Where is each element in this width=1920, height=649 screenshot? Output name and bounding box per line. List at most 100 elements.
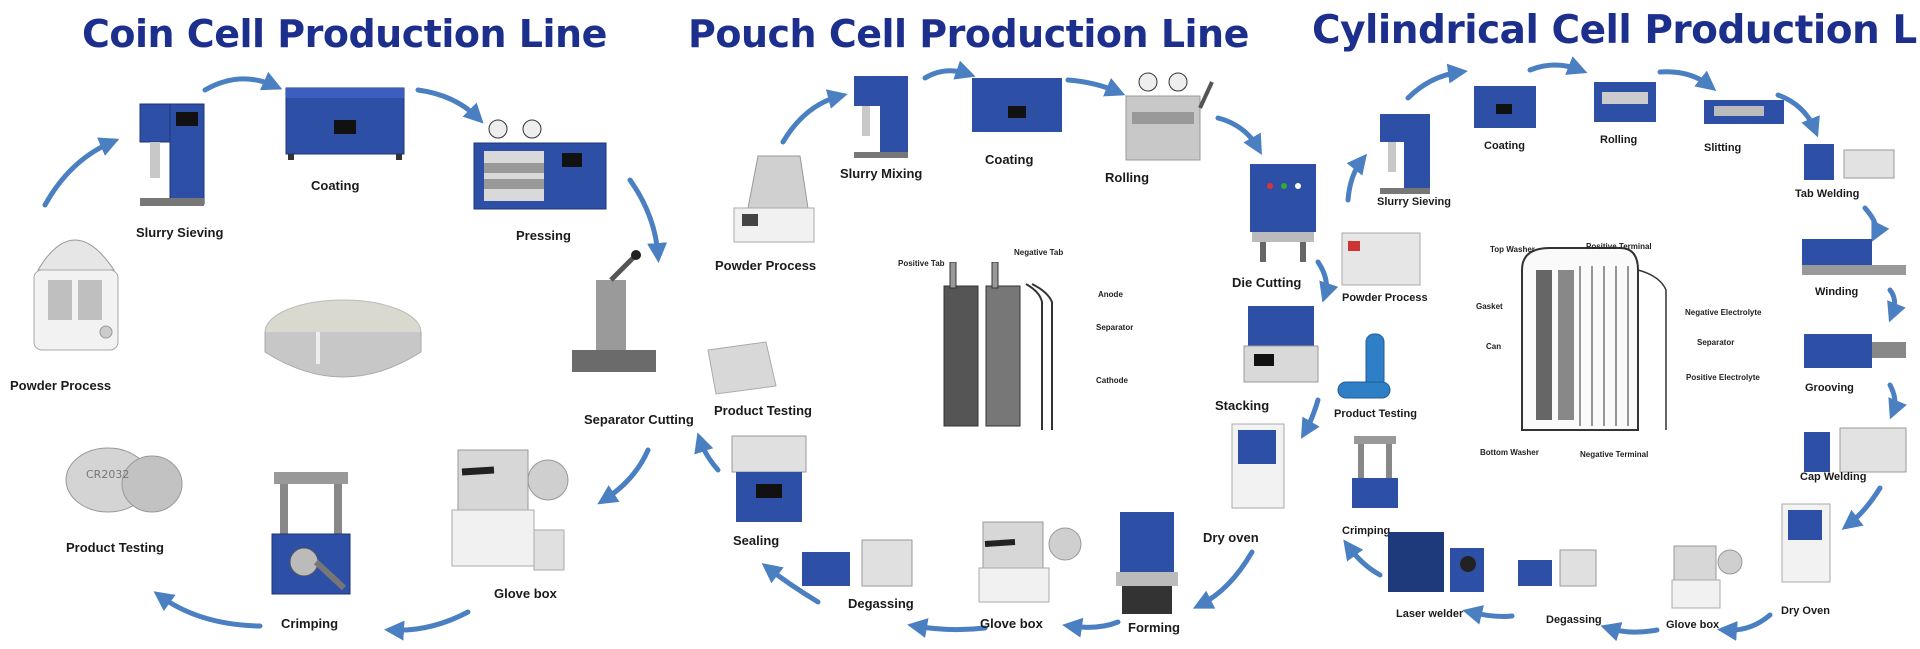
cyl-diagram-top-washer: Top Washer bbox=[1490, 245, 1535, 254]
pouch-arrow-4 bbox=[1215, 115, 1262, 155]
pouch-glove-box-label: Glove box bbox=[980, 616, 1043, 631]
pouch-diagram-cathode: Cathode bbox=[1096, 376, 1128, 385]
coin-arrow-7 bbox=[153, 591, 263, 629]
pouch-arrow-1 bbox=[780, 89, 848, 145]
cyl-coating-machine bbox=[1474, 86, 1536, 128]
coin-arrow-4 bbox=[627, 177, 668, 263]
cyl-dry-oven-label: Dry Oven bbox=[1781, 605, 1830, 617]
coin-slurry-sieving-label: Slurry Sieving bbox=[136, 225, 224, 240]
glove-box-machine bbox=[451, 449, 569, 571]
cyl-grooving-label: Grooving bbox=[1805, 382, 1854, 394]
cyl-arrow-4 bbox=[1657, 69, 1717, 91]
pouch-degassing-machine bbox=[802, 539, 913, 587]
cyl-diagram-can: Can bbox=[1486, 342, 1502, 351]
pouch-die-cutting-label: Die Cutting bbox=[1232, 275, 1302, 290]
cyl-arrow-13 bbox=[1343, 539, 1383, 578]
cyl-powder-process-label: Powder Process bbox=[1342, 292, 1428, 304]
coin-separator-cutting-label: Separator Cutting bbox=[584, 412, 694, 427]
cyl-laser-welder-machine bbox=[1388, 532, 1484, 592]
cyl-slitting-machine bbox=[1704, 100, 1784, 124]
coin-arrow-1 bbox=[42, 137, 120, 208]
separator-cutting-machine bbox=[572, 250, 656, 372]
cyl-diagram-separator: Separator bbox=[1697, 338, 1735, 347]
pouch-rolling-machine bbox=[1125, 72, 1214, 161]
pouch-powder-process-label: Powder Process bbox=[715, 258, 817, 273]
cyl-diagram-negative-terminal: Negative Terminal bbox=[1580, 450, 1649, 459]
cyl-diagram-bottom-washer: Bottom Washer bbox=[1480, 448, 1539, 457]
pouch-slurry-mixing-label: Slurry Mixing bbox=[840, 166, 923, 181]
pouch-structure-diagram bbox=[943, 262, 1053, 430]
cyl-tab-welding-label: Tab Welding bbox=[1795, 188, 1860, 200]
cyl-arrow-2 bbox=[1405, 63, 1468, 101]
pouch-glove-box-machine bbox=[978, 521, 1082, 603]
cyl-cell-product bbox=[1337, 333, 1391, 399]
pouch-cell-title: Pouch Cell Production Line bbox=[688, 12, 1249, 56]
pouch-forming-machine bbox=[1116, 512, 1178, 614]
cyl-slurry-sieving-machine bbox=[1380, 114, 1430, 194]
cyl-diagram-positive-terminal: Positive Terminal bbox=[1586, 242, 1652, 251]
pouch-die-cutting-machine bbox=[1250, 164, 1316, 262]
pouch-stacking-machine bbox=[1243, 306, 1319, 383]
cyl-dry-oven-machine bbox=[1781, 503, 1831, 583]
cyl-diagram-negative-electrolyte: Negative Electrolyte bbox=[1685, 308, 1762, 317]
pouch-arrow-6 bbox=[1300, 397, 1321, 439]
pressing-machine bbox=[473, 119, 607, 210]
cyl-glove-box-label: Glove box bbox=[1666, 619, 1720, 631]
cyl-glove-box-machine bbox=[1671, 545, 1743, 609]
pouch-arrow-9 bbox=[907, 618, 988, 638]
coin-arrow-6 bbox=[384, 609, 471, 641]
cyl-slurry-sieving-label: Slurry Sieving bbox=[1377, 196, 1451, 208]
cyl-laser-welder-label: Laser welder bbox=[1396, 608, 1464, 620]
pouch-sealing-machine bbox=[731, 435, 807, 522]
pouch-sealing-label: Sealing bbox=[733, 533, 780, 548]
slurry-sieving-machine bbox=[139, 103, 205, 206]
pouch-coating-machine bbox=[972, 78, 1062, 132]
coin-product-testing-illustration: CR2032 bbox=[65, 447, 183, 513]
coin-cell-illustration bbox=[264, 299, 422, 378]
coin-coating-label: Coating bbox=[311, 178, 360, 193]
cyl-diagram-gasket: Gasket bbox=[1476, 302, 1503, 311]
cyl-arrow-6 bbox=[1862, 205, 1890, 243]
pouch-slurry-mixing-machine bbox=[854, 76, 908, 158]
cyl-crimping-machine bbox=[1352, 436, 1398, 508]
pouch-dry-oven-label: Dry oven bbox=[1203, 530, 1259, 545]
cyl-degassing-machine bbox=[1518, 549, 1597, 587]
coin-crimping-label: Crimping bbox=[281, 616, 339, 631]
cyl-cap-welding-label: Cap Welding bbox=[1800, 471, 1867, 483]
cyl-structure-diagram bbox=[1521, 247, 1667, 431]
pouch-stacking-label: Stacking bbox=[1215, 398, 1270, 413]
coin-cell-title: Coin Cell Production Line bbox=[82, 12, 607, 56]
cyl-degassing-label: Degassing bbox=[1546, 614, 1602, 626]
cyl-product-testing-label: Product Testing bbox=[1334, 408, 1417, 420]
cyl-arrow-11 bbox=[1600, 622, 1660, 642]
pouch-diagram-positive-tab: Positive Tab bbox=[898, 259, 945, 268]
pouch-diagram-anode: Anode bbox=[1098, 290, 1123, 299]
coin-powder-process-label: Powder Process bbox=[10, 378, 112, 393]
coin-pressing-label: Pressing bbox=[516, 228, 571, 243]
cylindrical-cell-title: Cylindrical Cell Production Line bbox=[1312, 8, 1920, 53]
cyl-winding-machine bbox=[1802, 239, 1906, 275]
cyl-arrow-10 bbox=[1717, 612, 1773, 641]
cyl-arrow-7 bbox=[1887, 287, 1906, 323]
pouch-arrow-2 bbox=[922, 60, 976, 81]
cyl-rolling-machine bbox=[1594, 82, 1656, 122]
pouch-dry-oven-machine bbox=[1231, 423, 1285, 509]
pouch-arrow-8 bbox=[1062, 617, 1121, 638]
powder-process-machine bbox=[33, 239, 119, 351]
pouch-cell-product bbox=[707, 341, 777, 395]
cyl-rolling-label: Rolling bbox=[1600, 134, 1638, 146]
coin-print-text: CR2032 bbox=[86, 468, 129, 481]
coin-product-testing-label: Product Testing bbox=[66, 540, 164, 555]
coin-glove-box-label: Glove box bbox=[494, 586, 557, 601]
cyl-diagram-positive-electrolyte: Positive Electrolyte bbox=[1686, 373, 1760, 382]
pouch-rolling-label: Rolling bbox=[1105, 170, 1150, 185]
coin-arrow-2 bbox=[202, 71, 283, 93]
cyl-winding-label: Winding bbox=[1815, 286, 1859, 298]
coin-arrow-3 bbox=[415, 87, 484, 124]
pouch-product-testing-label: Product Testing bbox=[714, 403, 812, 418]
pouch-arrow-3 bbox=[1065, 77, 1126, 97]
cyl-coating-label: Coating bbox=[1484, 140, 1525, 152]
cyl-arrow-1 bbox=[1345, 153, 1367, 203]
cyl-crimping-label: Crimping bbox=[1342, 525, 1391, 537]
cyl-tab-welding-machine bbox=[1804, 144, 1895, 180]
